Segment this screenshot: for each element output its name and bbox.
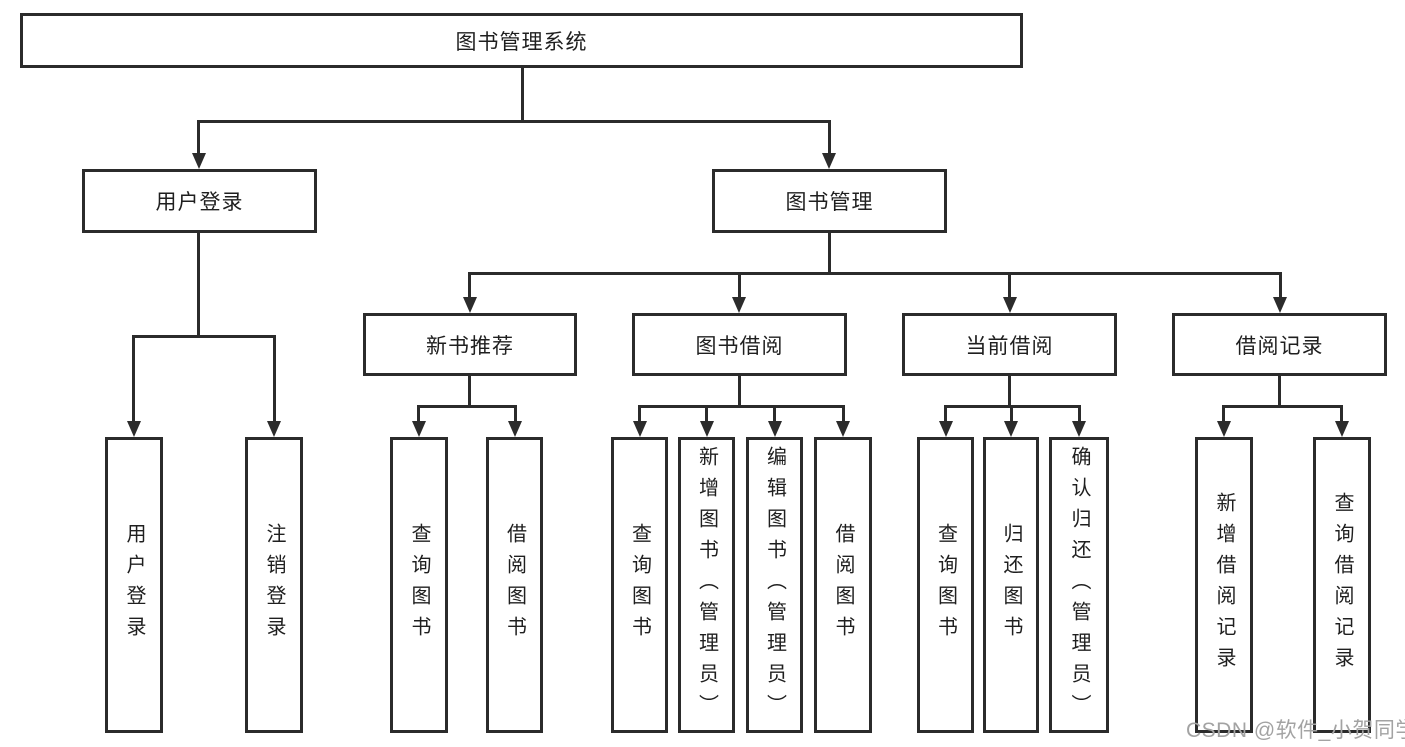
leaf-label: 注销登录 [263, 523, 285, 647]
connector-line [514, 405, 517, 423]
leaf-edit-books-admin: 编辑图书（管理员） [746, 437, 803, 733]
connector-line [1278, 376, 1281, 408]
leaf-logout: 注销登录 [245, 437, 303, 733]
connector-line [468, 272, 1282, 275]
leaf-add-books-admin: 新增图书（管理员） [678, 437, 735, 733]
connector-line [705, 405, 708, 423]
arrow-down-icon [836, 421, 850, 437]
arrow-down-icon [1004, 421, 1018, 437]
connector-line [132, 335, 135, 423]
connector-line [197, 233, 200, 338]
leaf-label: 编辑图书（管理员） [763, 445, 786, 725]
connector-line [417, 405, 420, 423]
arrow-down-icon [1072, 421, 1086, 437]
node-label: 图书管理 [785, 191, 874, 214]
leaf-label: 查询图书 [408, 523, 430, 647]
arrow-down-icon [1273, 297, 1287, 313]
arrow-down-icon [463, 297, 477, 313]
connector-line [842, 405, 845, 423]
leaf-query-books-current: 查询图书 [917, 437, 974, 733]
connector-line [132, 335, 276, 338]
node-user-login-branch: 用户登录 [82, 169, 317, 233]
leaf-label: 新增图书（管理员） [695, 445, 718, 725]
leaf-label: 归还图书 [1000, 523, 1022, 647]
connector-line [468, 376, 471, 408]
arrow-down-icon [192, 153, 206, 169]
node-book-borrow: 图书借阅 [632, 313, 847, 376]
connector-line [1078, 405, 1081, 423]
node-current-borrow: 当前借阅 [902, 313, 1117, 376]
arrow-down-icon [700, 421, 714, 437]
leaf-borrow-books: 借阅图书 [814, 437, 872, 733]
connector-line [273, 335, 276, 423]
node-borrow-records: 借阅记录 [1172, 313, 1387, 376]
node-new-book-recommend: 新书推荐 [363, 313, 577, 376]
leaf-label: 借阅图书 [503, 523, 526, 647]
leaf-user-login: 用户登录 [105, 437, 163, 733]
leaf-query-borrow-record: 查询借阅记录 [1313, 437, 1371, 733]
node-book-management-branch: 图书管理 [712, 169, 947, 233]
leaf-confirm-return-admin: 确认归还（管理员） [1049, 437, 1109, 733]
node-label: 图书管理系统 [455, 30, 588, 54]
node-label: 借阅记录 [1235, 334, 1324, 358]
leaf-label: 借阅图书 [832, 523, 854, 647]
connector-line [1340, 405, 1343, 423]
connector-line [638, 405, 845, 408]
connector-line [738, 376, 741, 408]
node-label: 用户登录 [155, 191, 244, 214]
arrow-down-icon [939, 421, 953, 437]
leaf-borrow-books-recommend: 借阅图书 [486, 437, 543, 733]
connector-line [828, 120, 831, 156]
connector-line [521, 68, 524, 123]
node-label: 图书借阅 [695, 334, 784, 358]
csdn-watermark: CSDN @软件_小贺同学 [1186, 719, 1405, 742]
arrow-down-icon [1217, 421, 1231, 437]
leaf-label: 用户登录 [123, 523, 145, 647]
arrow-down-icon [633, 421, 647, 437]
arrow-down-icon [508, 421, 522, 437]
connector-line [1008, 376, 1011, 408]
leaf-query-books-borrow: 查询图书 [611, 437, 668, 733]
leaf-return-books: 归还图书 [983, 437, 1039, 733]
connector-line [1008, 272, 1011, 299]
leaf-label: 查询图书 [934, 523, 957, 647]
arrow-down-icon [267, 421, 281, 437]
connector-line [1010, 405, 1013, 423]
connector-line [638, 405, 641, 423]
connector-line [944, 405, 947, 423]
node-root-system: 图书管理系统 [20, 13, 1023, 68]
connector-line [468, 272, 471, 299]
arrow-down-icon [732, 297, 746, 313]
leaf-add-borrow-record: 新增借阅记录 [1195, 437, 1253, 733]
arrow-down-icon [1003, 297, 1017, 313]
leaf-label: 新增借阅记录 [1213, 492, 1235, 678]
leaf-label: 确认归还（管理员） [1068, 445, 1090, 725]
leaf-label: 查询图书 [628, 523, 651, 647]
connector-line [773, 405, 776, 423]
arrow-down-icon [412, 421, 426, 437]
connector-line [1222, 405, 1343, 408]
connector-line [197, 120, 831, 123]
connector-line [738, 272, 741, 299]
connector-line [1279, 272, 1282, 299]
leaf-query-books-recommend: 查询图书 [390, 437, 448, 733]
node-label: 新书推荐 [426, 334, 514, 358]
arrow-down-icon [822, 153, 836, 169]
arrow-down-icon [1335, 421, 1349, 437]
node-label: 当前借阅 [965, 334, 1054, 358]
connector-line [417, 405, 517, 408]
arrow-down-icon [127, 421, 141, 437]
arrow-down-icon [768, 421, 782, 437]
connector-line [828, 233, 831, 275]
connector-line [1222, 405, 1225, 423]
leaf-label: 查询借阅记录 [1331, 492, 1353, 678]
connector-line [197, 120, 200, 156]
